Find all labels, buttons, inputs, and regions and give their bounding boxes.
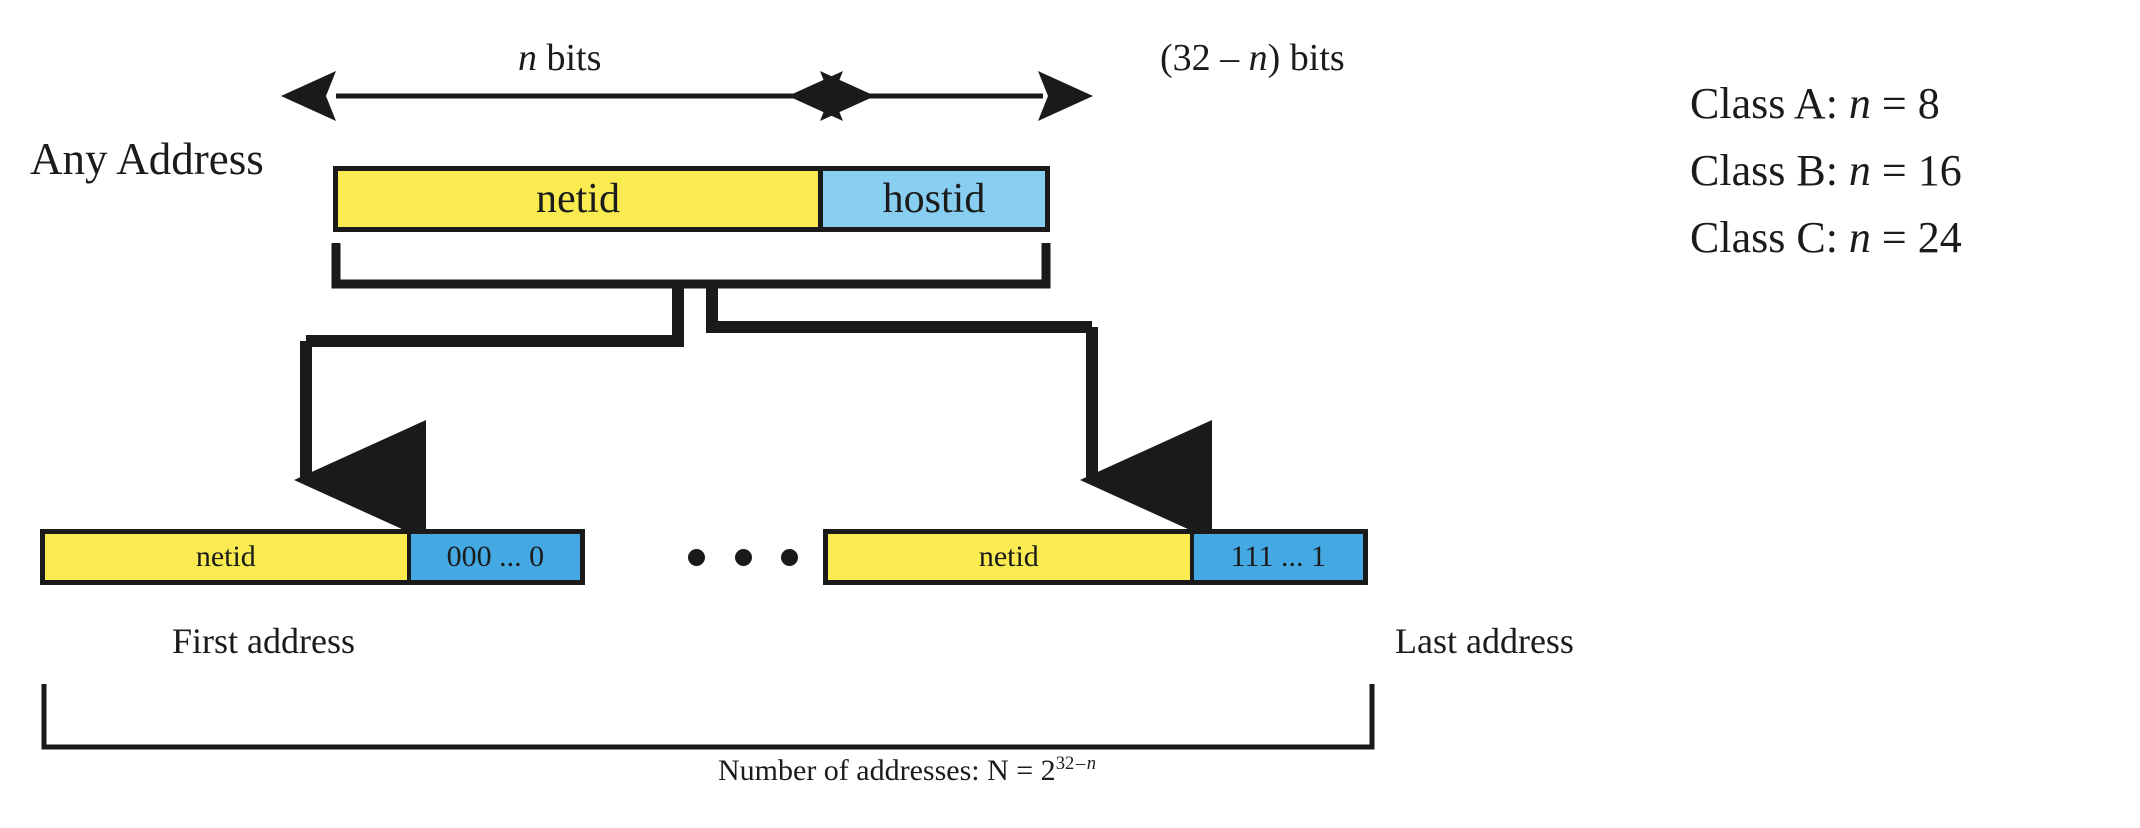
class-b-name: Class B: — [1690, 146, 1838, 195]
last-address-netid-label: netid — [978, 540, 1039, 573]
last-address-caption: Last address — [1395, 621, 1574, 661]
class-c-value: = 24 — [1870, 213, 1962, 262]
32-minus-n-prefix: (32 – — [1160, 37, 1249, 79]
ellipsis-dot — [688, 548, 705, 566]
class-a-name: Class A: — [1690, 79, 1838, 128]
last-address-connector — [706, 284, 1092, 333]
class-b-value: = 16 — [1870, 146, 1962, 195]
total-addresses-bracket — [41, 684, 1375, 750]
first-address-hostid-label: 000 ... 0 — [446, 540, 545, 573]
any-address-netid-label: netid — [536, 176, 620, 222]
32-minus-n-suffix: ) bits — [1267, 37, 1345, 79]
last-address-bar: netid 111 ... 1 — [823, 529, 1368, 585]
class-a-value: = 8 — [1870, 79, 1940, 128]
last-address-hostid-label: 111 ... 1 — [1230, 540, 1326, 573]
ellipsis-dot — [781, 548, 798, 566]
32-minus-n-variable: n — [1248, 37, 1268, 79]
any-address-hostid-label: hostid — [882, 176, 986, 222]
n-bits-label-rest: bits — [537, 37, 602, 79]
number-of-addresses-text: Number of addresses: N = 2 — [718, 754, 1056, 787]
first-address-connector — [306, 284, 684, 347]
n-bits-label: n bits — [518, 36, 601, 80]
n-bits-label-variable: n — [518, 37, 537, 79]
class-b-line: Class B: n = 16 — [1690, 145, 1962, 196]
class-b-variable: n — [1848, 146, 1871, 195]
ellipsis-indicator — [688, 535, 798, 579]
first-address-hostid-segment: 000 ... 0 — [410, 534, 580, 580]
first-address-caption: First address — [172, 621, 355, 661]
first-address-netid-segment: netid — [45, 534, 411, 580]
last-address-hostid-segment: 111 ... 1 — [1193, 534, 1363, 580]
class-c-variable: n — [1848, 213, 1871, 262]
number-of-addresses-exponent: 32 – n — [1055, 753, 1096, 774]
first-address-bar: netid 000 ... 0 — [40, 529, 585, 585]
class-a-line: Class A: n = 8 — [1690, 78, 1940, 129]
any-address-netid-segment: netid — [338, 171, 823, 227]
address-span-bracket — [331, 243, 1051, 289]
first-address-netid-label: netid — [195, 540, 256, 573]
number-of-addresses-formula: Number of addresses: N = 232 – n — [718, 754, 1096, 788]
ellipsis-dot — [734, 548, 752, 566]
any-address-bar: netid hostid — [333, 166, 1050, 232]
32-minus-n-bits-label: (32 – n) bits — [1160, 36, 1345, 80]
last-address-netid-segment: netid — [828, 534, 1194, 580]
class-c-line: Class C: n = 24 — [1690, 212, 1962, 263]
class-a-variable: n — [1848, 79, 1871, 128]
any-address-hostid-segment: hostid — [823, 171, 1045, 227]
class-c-name: Class C: — [1690, 213, 1838, 262]
any-address-label: Any Address — [30, 134, 264, 184]
